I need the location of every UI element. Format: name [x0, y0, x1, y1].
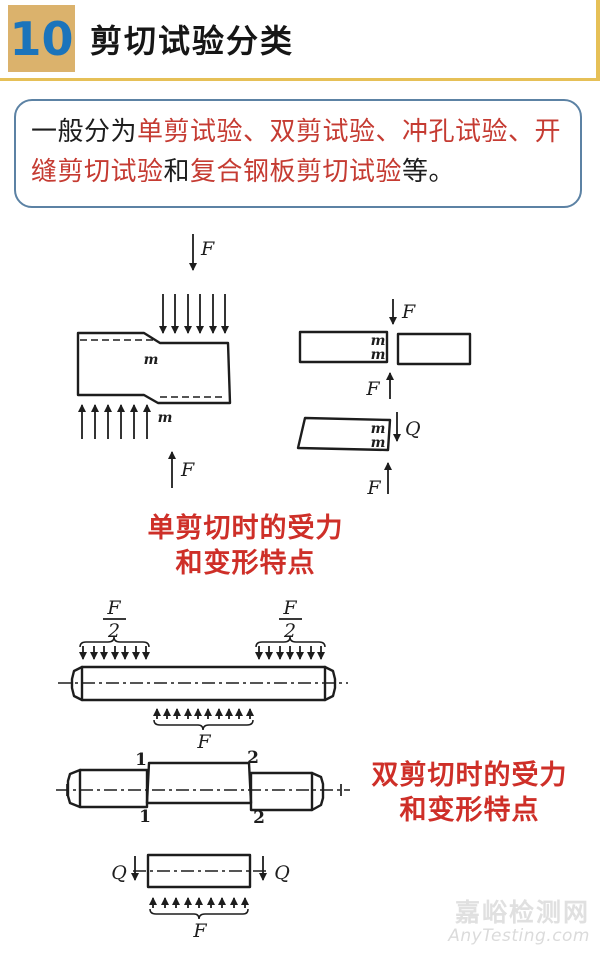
- underbrace-bottom: [149, 908, 249, 920]
- overbrace-right: [255, 636, 326, 648]
- double-shear-force-diagram: F 2 F 2: [58, 597, 348, 750]
- underbrace-bottom: [153, 719, 254, 731]
- force-label-F: F: [282, 597, 297, 619]
- watermark-site-name: 嘉峪检测网: [454, 898, 590, 927]
- caption-double-shear: 双剪切时的受力 和变形特点: [352, 759, 587, 828]
- distributed-load-arrows-top-left: [79, 646, 150, 660]
- section-label-m: m: [371, 421, 386, 437]
- intro-segment: 等。: [402, 157, 456, 188]
- shear-force-right: Q: [259, 856, 290, 884]
- shear-force-arrow: Q: [393, 412, 421, 442]
- distributed-load-arrows-top: [159, 294, 229, 334]
- specimen-outline: [76, 331, 232, 405]
- watermark-site-url: AnyTesting.com: [448, 926, 590, 946]
- applied-force-top: F: [389, 299, 416, 325]
- element-outline: [146, 853, 252, 889]
- intro-text: 一般分为单剪试验、双剪试验、冲孔试验、开缝剪切试验和复合钢板剪切试验等。: [31, 112, 565, 193]
- applied-force-bottom: F: [365, 372, 394, 400]
- section-label-m: m: [158, 410, 173, 426]
- bar-left-outline: [298, 330, 389, 364]
- distributed-load-arrows-bottom: [149, 897, 249, 908]
- intro-segment-emphasis: 单剪试验、双剪试验、冲孔试验、开缝剪切试验: [31, 117, 562, 188]
- distributed-load-arrows-bottom: [78, 404, 151, 439]
- section-label-2: 2: [247, 748, 259, 768]
- distributed-load-arrows-bottom: [153, 708, 254, 719]
- fraction-F-over-2-left: F 2: [103, 597, 126, 642]
- gold-divider-line: [0, 78, 600, 81]
- section-label-1: 1: [139, 807, 151, 827]
- caption-line: 单剪切时的受力: [147, 513, 344, 544]
- caption-line: 和变形特点: [175, 547, 316, 579]
- section-label-1: 1: [135, 750, 147, 770]
- fraction-F-over-2-right: F 2: [279, 597, 302, 642]
- force-label-F: F: [192, 920, 207, 942]
- force-label-F: F: [366, 477, 381, 499]
- double-shear-pin-diagram: 1 1 2 2: [56, 748, 350, 828]
- intro-box: 一般分为单剪试验、双剪试验、冲孔试验、开缝剪切试验和复合钢板剪切试验等。: [14, 99, 582, 208]
- intro-segment-emphasis: 复合钢板剪切试验: [190, 157, 403, 188]
- pin-right-segment: [249, 771, 325, 812]
- caption-line: 和变形特点: [399, 794, 540, 826]
- section-label-m: m: [371, 333, 386, 349]
- shear-force-left: Q: [111, 856, 139, 884]
- shear-label-Q: Q: [111, 862, 127, 884]
- section-label-m: m: [371, 435, 386, 451]
- force-label-F: F: [106, 597, 121, 619]
- shear-label-Q: Q: [405, 418, 421, 440]
- page-title: 剪切试验分类: [90, 22, 295, 60]
- caption-single-shear: 单剪切时的受力 和变形特点: [108, 512, 383, 581]
- force-label-F: F: [401, 301, 416, 323]
- distributed-load-arrows-top-right: [255, 646, 325, 660]
- double-shear-element-diagram: Q Q F: [111, 853, 290, 942]
- force-label-F: F: [180, 459, 195, 481]
- section-label-2: 2: [253, 808, 265, 828]
- intro-segment: 和: [163, 157, 191, 188]
- force-label-F: F: [200, 238, 215, 260]
- cut-piece-outline: [296, 416, 392, 452]
- slide-number-badge: 10: [8, 5, 75, 72]
- intro-segment: 一般分为: [31, 117, 138, 147]
- pin-middle-segment: [145, 761, 253, 805]
- force-label-F: F: [196, 731, 211, 750]
- gold-edge-line: [596, 0, 600, 81]
- single-shear-force-diagram: F m m F: [76, 234, 232, 488]
- force-label-F: F: [365, 378, 380, 400]
- shear-label-Q: Q: [274, 862, 290, 884]
- caption-line: 双剪切时的受力: [371, 760, 568, 791]
- watermark: 嘉峪检测网 AnyTesting.com: [420, 900, 590, 945]
- fraction-denominator: 2: [107, 620, 120, 642]
- slide-number: 10: [9, 11, 74, 66]
- applied-force-bottom: F: [168, 451, 195, 488]
- applied-force-piece: F: [366, 462, 392, 499]
- section-label-m: m: [371, 347, 386, 363]
- applied-force-top: F: [189, 234, 215, 271]
- fraction-denominator: 2: [283, 620, 296, 642]
- single-shear-section-diagram: F m m F m m Q F: [296, 299, 472, 499]
- section-label-m: m: [144, 352, 159, 368]
- overbrace-left: [79, 636, 150, 648]
- pin-left-segment: [66, 768, 149, 809]
- bar-right-outline: [396, 332, 472, 366]
